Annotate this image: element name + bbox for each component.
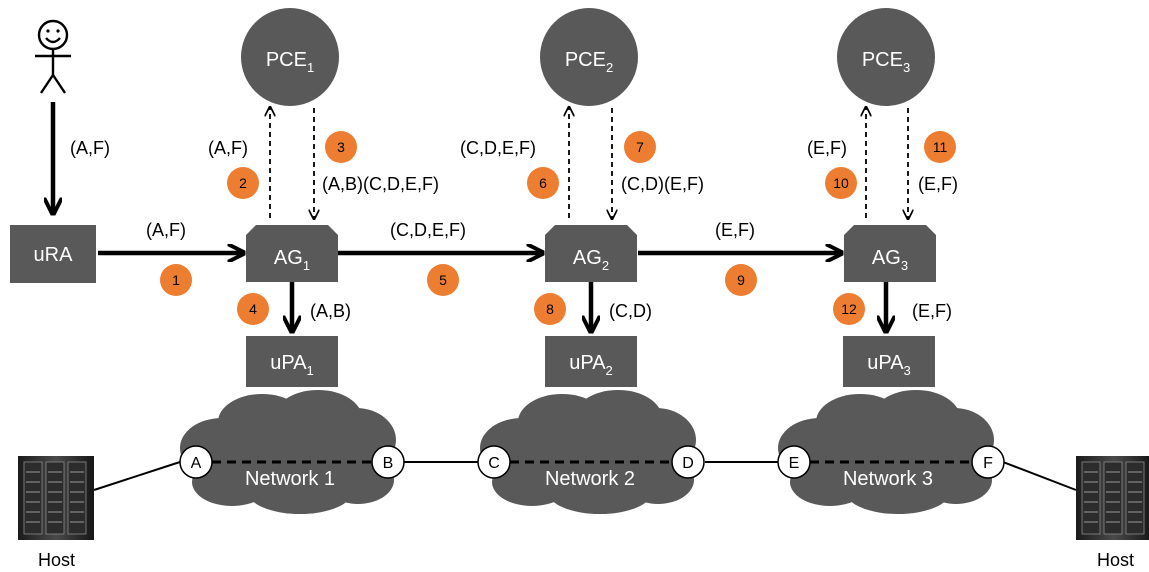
- pce1-node: PCE1: [241, 8, 339, 106]
- network3-cloud: [778, 390, 994, 514]
- step-badge-9: 9: [725, 264, 757, 296]
- network3-label: Network 3: [843, 468, 933, 490]
- step-badge-4: 4: [237, 293, 269, 325]
- svg-text:12: 12: [841, 301, 857, 317]
- svg-text:uRA: uRA: [34, 244, 74, 266]
- svg-text:PCE2: PCE2: [565, 49, 613, 75]
- network1-label: Network 1: [245, 468, 335, 490]
- port-f: F: [983, 455, 993, 472]
- label-ag3-upa3: (E,F): [912, 301, 952, 321]
- svg-text:uPA2: uPA2: [569, 352, 613, 378]
- step-badge-11: 11: [924, 131, 956, 163]
- label-pce3-ag3: (E,F): [918, 174, 958, 194]
- step-badge-12: 12: [833, 293, 865, 325]
- svg-text:10: 10: [833, 175, 849, 191]
- step-badge-3: 3: [325, 131, 357, 163]
- network1-cloud: [180, 390, 396, 514]
- upa2-node: uPA2: [545, 336, 637, 387]
- svg-text:4: 4: [249, 301, 257, 317]
- svg-text:5: 5: [439, 272, 447, 288]
- svg-text:2: 2: [239, 175, 247, 191]
- step-badge-8: 8: [534, 293, 566, 325]
- port-c: C: [488, 455, 500, 472]
- ag2-node: AG2: [545, 225, 637, 282]
- ag3-node: AG3: [844, 225, 936, 282]
- host-left-label: Host: [38, 550, 75, 570]
- svg-text:6: 6: [539, 175, 547, 191]
- svg-text:uPA1: uPA1: [270, 352, 314, 378]
- label-ag1-ag2: (C,D,E,F): [390, 220, 466, 240]
- pce2-node: PCE2: [540, 8, 638, 106]
- svg-text:AG1: AG1: [274, 247, 310, 273]
- port-a: A: [191, 455, 202, 472]
- svg-text:7: 7: [636, 139, 644, 155]
- step-badge-10: 10: [825, 167, 857, 199]
- svg-text:11: 11: [933, 139, 948, 155]
- label-ag2-pce2: (C,D,E,F): [460, 138, 536, 158]
- label-ag2-upa2: (C,D): [609, 301, 652, 321]
- svg-text:AG3: AG3: [872, 247, 908, 273]
- label-user-ura: (A,F): [70, 138, 110, 158]
- pce3-node: PCE3: [837, 8, 935, 106]
- svg-text:AG2: AG2: [573, 247, 609, 273]
- label-ura-ag1: (A,F): [146, 220, 186, 240]
- port-b: B: [383, 455, 394, 472]
- step-badge-1: 1: [160, 264, 192, 296]
- link-host-left-a: [93, 461, 181, 491]
- label-ag3-pce3: (E,F): [807, 138, 847, 158]
- label-pce1-ag1: (A,B)(C,D,E,F): [322, 174, 439, 194]
- label-ag2-ag3: (E,F): [715, 220, 755, 240]
- upa1-node: uPA1: [246, 336, 338, 387]
- server-icon: [18, 456, 94, 540]
- host-right-label: Host: [1097, 550, 1134, 570]
- ura-node: uRA: [10, 225, 96, 283]
- upa3-node: uPA3: [843, 336, 935, 387]
- ag1-node: AG1: [246, 225, 338, 282]
- network2-cloud: [480, 390, 696, 514]
- svg-text:1: 1: [172, 272, 180, 288]
- label-ag1-pce1: (A,F): [208, 138, 248, 158]
- svg-text:9: 9: [737, 272, 745, 288]
- network2-label: Network 2: [545, 468, 635, 490]
- user-icon: [35, 19, 71, 94]
- link-f-host-right: [1002, 461, 1077, 491]
- label-pce2-ag2: (C,D)(E,F): [621, 174, 704, 194]
- label-ag1-upa1: (A,B): [310, 301, 351, 321]
- port-d: D: [682, 455, 694, 472]
- server-icon: [1076, 456, 1149, 540]
- step-badge-2: 2: [227, 167, 259, 199]
- svg-text:PCE1: PCE1: [266, 49, 314, 75]
- step-badge-5: 5: [427, 264, 459, 296]
- svg-text:3: 3: [337, 139, 345, 155]
- port-e: E: [789, 455, 800, 472]
- svg-text:PCE3: PCE3: [862, 49, 910, 75]
- svg-text:uPA3: uPA3: [867, 352, 911, 378]
- step-badge-6: 6: [527, 167, 559, 199]
- step-badge-7: 7: [624, 131, 656, 163]
- svg-text:8: 8: [546, 301, 554, 317]
